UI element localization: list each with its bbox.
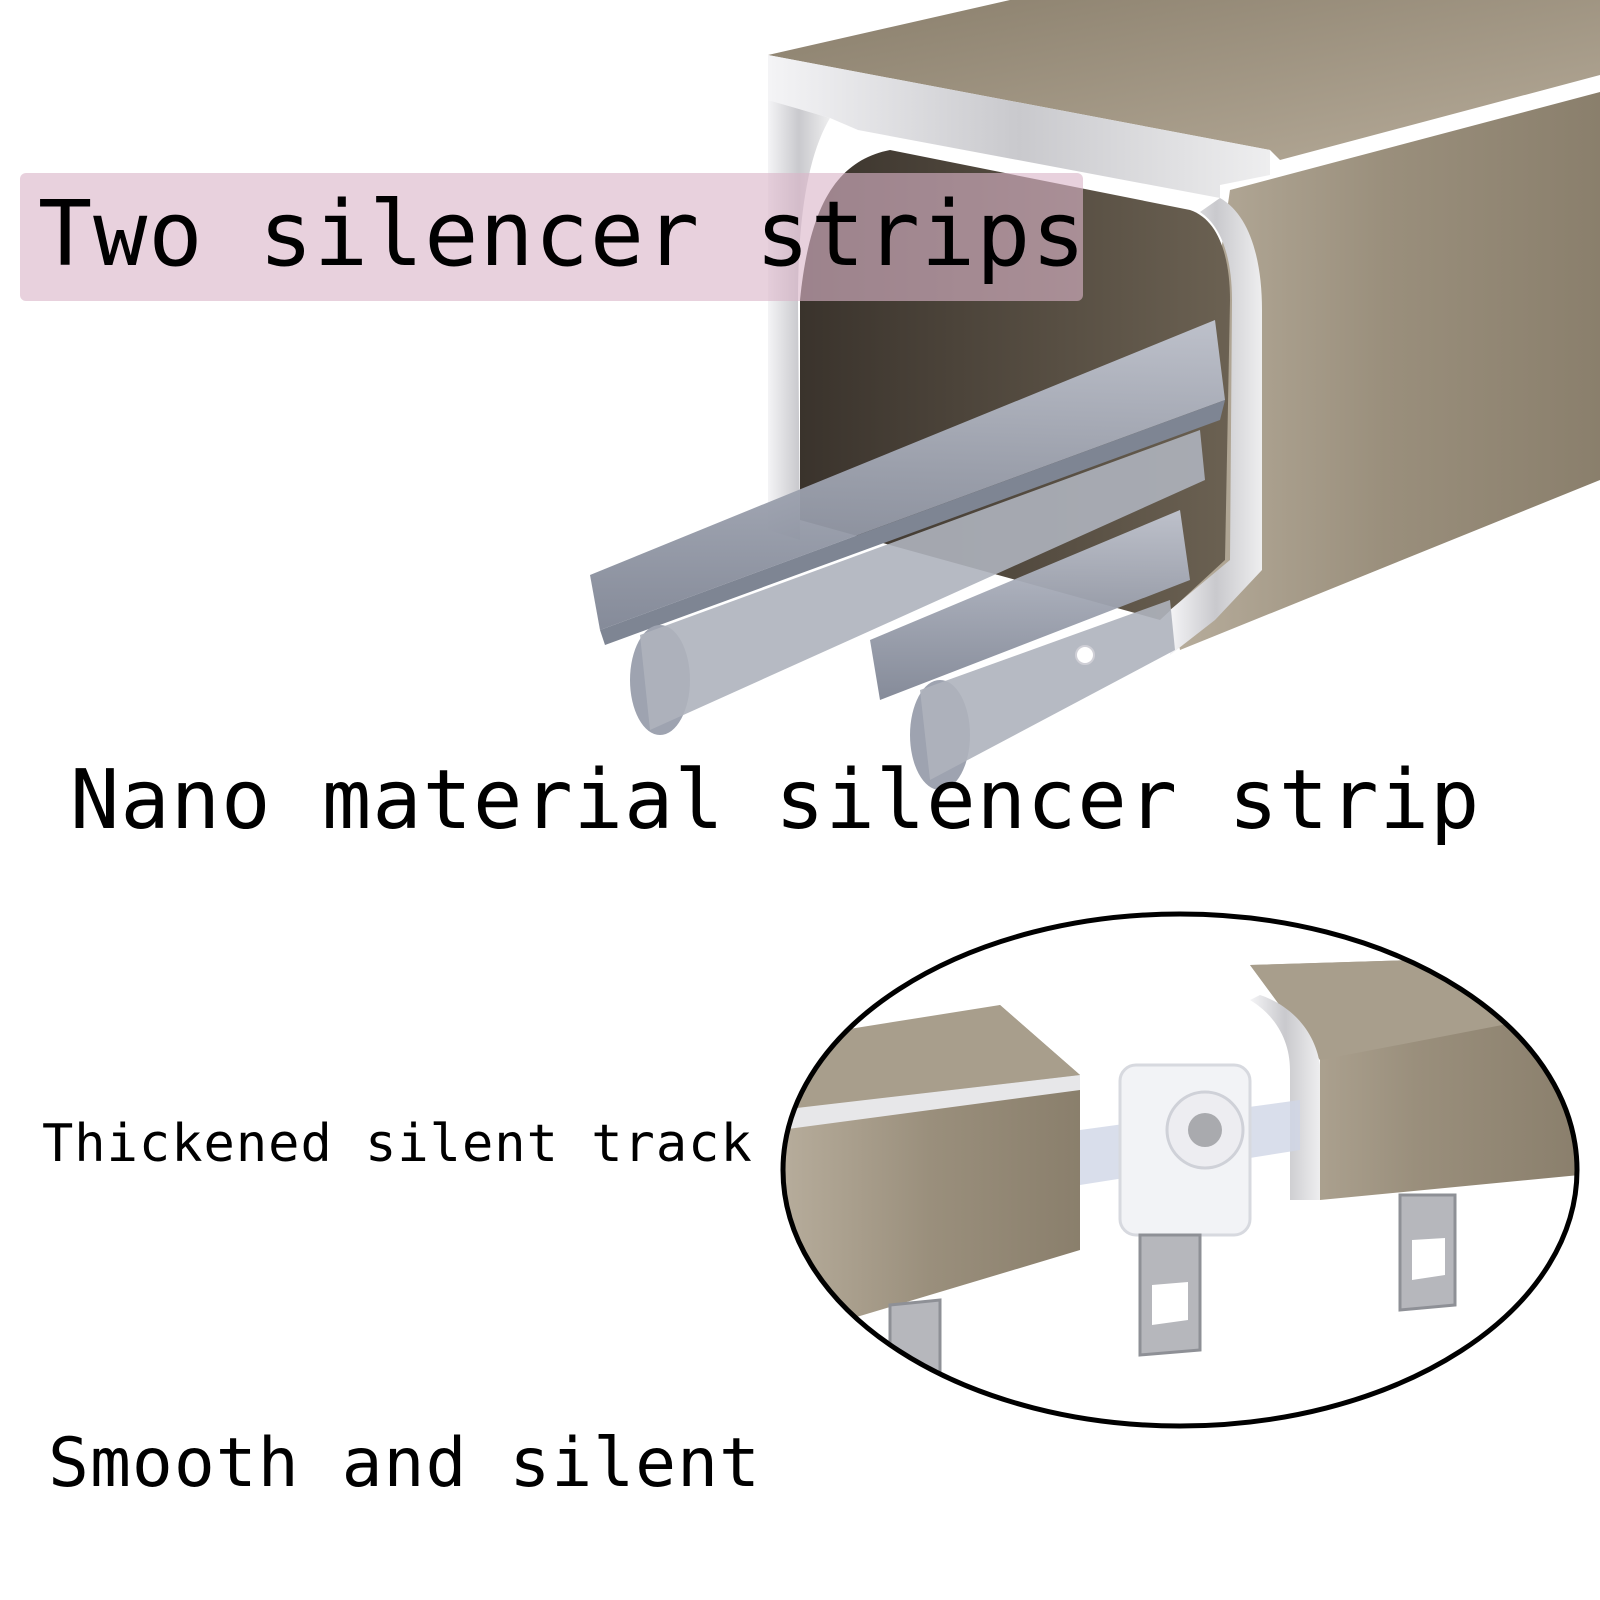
rail-side-face [1170, 92, 1600, 650]
headline-title: Two silencer strips [38, 182, 1087, 287]
inset-ring [780, 911, 1580, 1429]
caption-smooth-silent: Smooth and silent [48, 1424, 761, 1503]
track-detail-inset [780, 911, 1580, 1429]
headline-band [20, 173, 1083, 301]
rail-flange [768, 55, 1270, 198]
caption-nano-material: Nano material silencer strip [70, 753, 1481, 848]
rail-right-lip [1170, 198, 1262, 655]
rail-top-face [768, 0, 1600, 160]
silencer-strip-lower [870, 510, 1190, 790]
silencer-strip-upper [590, 320, 1225, 735]
caption-thickened-track: Thickened silent track [42, 1114, 753, 1174]
